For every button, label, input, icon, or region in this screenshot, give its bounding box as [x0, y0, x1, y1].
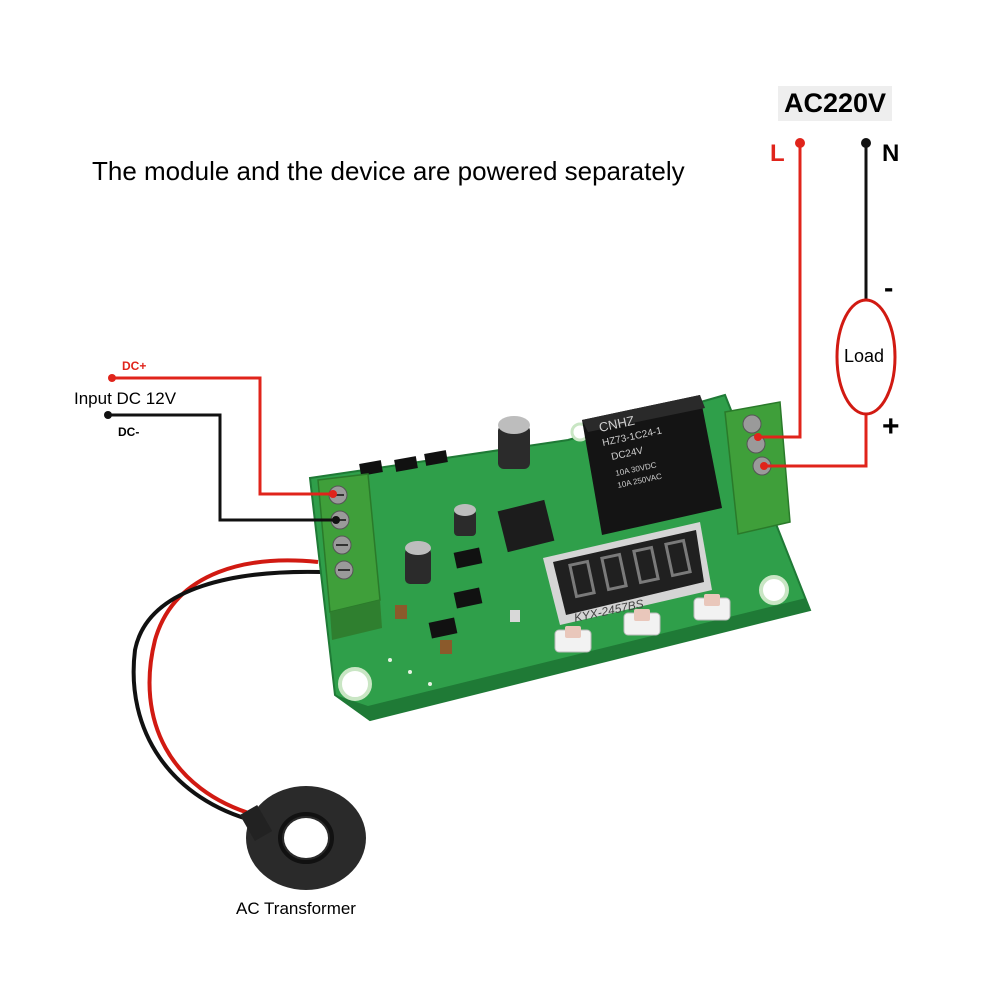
neutral-label: N: [882, 140, 900, 167]
line-label: L: [770, 140, 785, 167]
neutral-terminal-dot: [861, 138, 871, 148]
load-label: Load: [844, 346, 885, 366]
relay-brand: CNHZ: [598, 413, 636, 435]
supply-label: AC220V: [778, 86, 893, 121]
line-terminal-dot: [795, 138, 805, 148]
capacitor: [405, 541, 431, 584]
transformer-label: AC Transformer: [236, 899, 356, 918]
line-wire: [758, 143, 802, 439]
load-minus-label: -: [884, 272, 894, 303]
transformer-black-lead: [131, 569, 323, 824]
digit-display: KYX-2457BS: [543, 522, 712, 625]
dc-plus-label: DC+: [122, 359, 147, 373]
power-note: The module and the device are powered se…: [92, 156, 685, 186]
dc-plus-terminal-dot: [108, 374, 116, 382]
push-button: [623, 609, 661, 636]
dc-minus-label: DC-: [118, 425, 140, 439]
load-symbol: [835, 298, 897, 416]
push-button: [693, 594, 731, 621]
current-transformer: [239, 786, 366, 890]
transformer-red-lead: [147, 558, 319, 817]
capacitor: [498, 416, 530, 469]
microcontroller-chip: [497, 499, 555, 553]
capacitor: [454, 504, 476, 536]
input-terminal-block: [317, 473, 382, 640]
load-return-wire: [764, 414, 868, 468]
dc-minus-terminal-dot: [104, 411, 112, 419]
mounting-hole: [759, 575, 789, 605]
mounting-hole: [338, 667, 372, 701]
load-plus-label: +: [882, 410, 900, 443]
relay: CNHZ HZ73-1C24-1 DC24V 10A 30VDC 10A 250…: [582, 395, 722, 535]
push-button: [554, 626, 592, 653]
dc-minus-wire: [108, 413, 338, 522]
dc-plus-wire: [112, 376, 335, 496]
input-voltage-label: Input DC 12V: [74, 389, 177, 408]
